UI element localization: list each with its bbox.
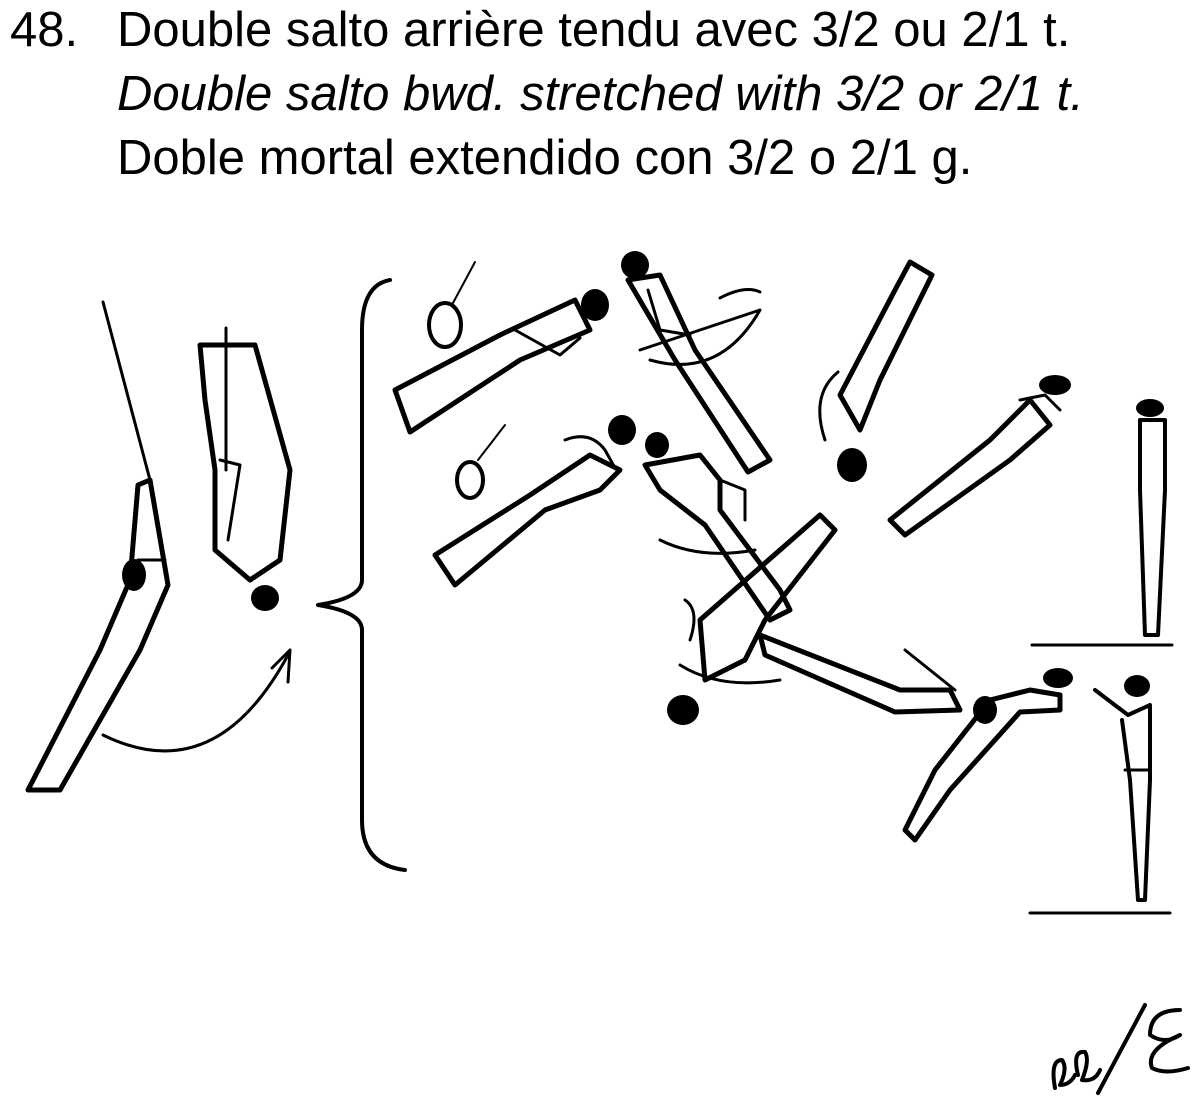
phase-brace [318,280,405,870]
salto-upper-row [395,251,1071,535]
salto-lower-row [435,415,997,725]
element-symbol [1054,1005,1188,1093]
swing-phase [28,302,290,790]
